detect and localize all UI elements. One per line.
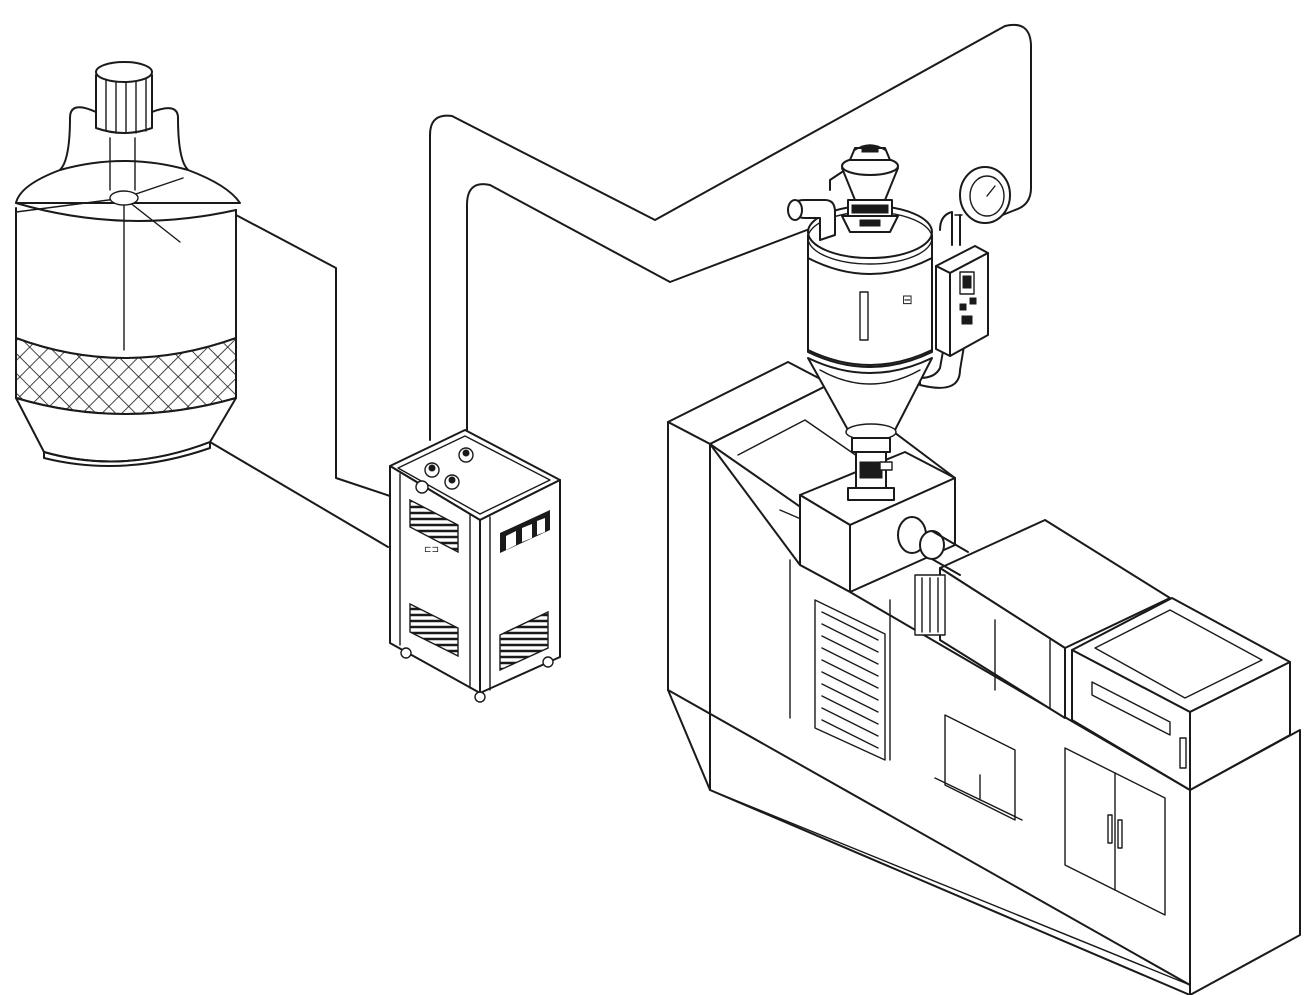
discharge-valve-icon <box>847 437 895 501</box>
silo-mesh-band <box>15 336 237 415</box>
dryer-sight-glass <box>859 291 869 341</box>
conveying-pipes <box>209 23 1032 548</box>
injection-molding-machine <box>667 361 1301 995</box>
loader-vent-lower <box>409 602 459 658</box>
loader-knobs <box>415 447 474 494</box>
pipe-silo-upper <box>235 214 391 497</box>
pipe-loader-outer <box>429 23 1032 441</box>
dryer-control-box <box>935 245 989 357</box>
loader-vent-upper <box>409 498 459 554</box>
pressure-gauge-icon <box>954 166 1011 224</box>
inlet-elbow-pipe <box>787 199 836 241</box>
vacuum-loader-unit: ⊏⊐ <box>389 429 561 703</box>
machine-barrel <box>897 516 969 636</box>
machine-louvers <box>821 611 879 749</box>
machine-louver-panel <box>814 599 886 761</box>
machine-small-door <box>944 714 1016 821</box>
storage-silo <box>15 61 241 467</box>
hopper-dryer: ⊟ <box>787 144 1011 501</box>
silo-motor-icon <box>95 61 153 134</box>
svg-text:⊏⊐: ⊏⊐ <box>424 545 439 555</box>
loader-vent-right <box>499 610 549 672</box>
pipe-loader-inner <box>466 183 829 433</box>
hopper-loader-icon <box>829 144 899 233</box>
pipe-silo-lower <box>209 441 389 548</box>
svg-text:⊟: ⊟ <box>902 293 913 308</box>
